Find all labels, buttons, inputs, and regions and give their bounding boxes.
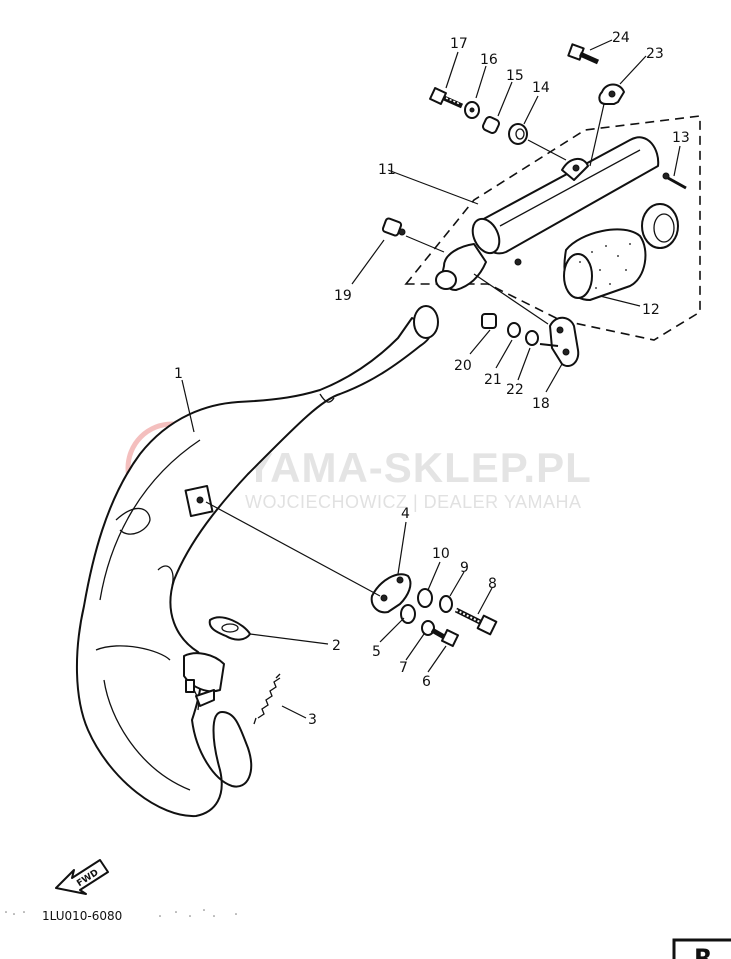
watermark-subtitle: WOJCIECHOWICZ | DEALER YAMAHA [245,492,582,512]
silencer-part [435,103,660,291]
callout-18: 18 [532,396,550,412]
spacer-15-part [482,116,500,134]
callout-7: 7 [399,660,408,676]
page-reference-label: R [694,944,712,959]
callout-3: 3 [308,712,317,728]
watermark: YAMA-SKLEP.PL WOJCIECHOWICZ | DEALER YAM… [125,421,592,515]
bolt-17-part [429,87,464,109]
callout-23: 23 [646,46,664,62]
scan-noise [5,909,237,917]
callout-5: 5 [372,644,381,660]
callout-15: 15 [506,68,524,84]
drawing-code: 1LU010-6080 [42,909,122,923]
callout-9: 9 [460,560,469,576]
watermark-title: YAMA-SKLEP.PL [245,444,592,491]
packing-part [563,228,647,301]
bolt-short-part [430,627,460,648]
callout-4: 4 [401,506,410,522]
exhaust-pipe-part [75,305,439,818]
bracket-assembly [205,501,498,648]
bolt-24-part [567,43,600,65]
callout-11: 11 [378,162,396,178]
washer-part [439,595,453,613]
spring-part [253,673,281,725]
bolt-20-part [481,313,497,329]
page-reference: R [672,938,731,959]
callout-22: 22 [506,382,524,398]
callout-20: 20 [454,358,472,374]
callout-21: 21 [484,372,502,388]
callout-24: 24 [612,30,630,46]
bolt-part [454,607,498,636]
collar-14-part [508,123,528,145]
grommet-part [400,604,416,624]
bracket-23-part [598,83,625,105]
callout-19: 19 [334,288,352,304]
callout-6: 6 [422,674,431,690]
callout-16: 16 [480,52,498,68]
end-cap-part [641,203,679,249]
washer-21-part [507,322,521,338]
callout-17: 17 [450,36,468,52]
callout-8: 8 [488,576,497,592]
callout-2: 2 [332,638,341,654]
callout-10: 10 [432,546,450,562]
washer-16-part [464,101,480,119]
leader-lines [181,39,681,719]
callout-12: 12 [642,302,660,318]
washer-lower-part [421,620,435,636]
screw-13-part [662,172,687,190]
callout-14: 14 [532,80,550,96]
callout-1: 1 [174,366,183,382]
forward-arrow-icon: FWD [55,859,109,895]
callout-13: 13 [672,130,690,146]
muffler-assembly-outline [404,115,701,341]
washer-22-part [525,330,539,346]
gasket-part [208,616,251,641]
bracket-18-part [539,316,580,368]
collar-part [417,588,433,608]
callout-labels: 1 2 3 4 5 6 7 8 9 10 11 12 13 14 15 16 1… [174,30,690,728]
nut-19-part [381,217,406,237]
